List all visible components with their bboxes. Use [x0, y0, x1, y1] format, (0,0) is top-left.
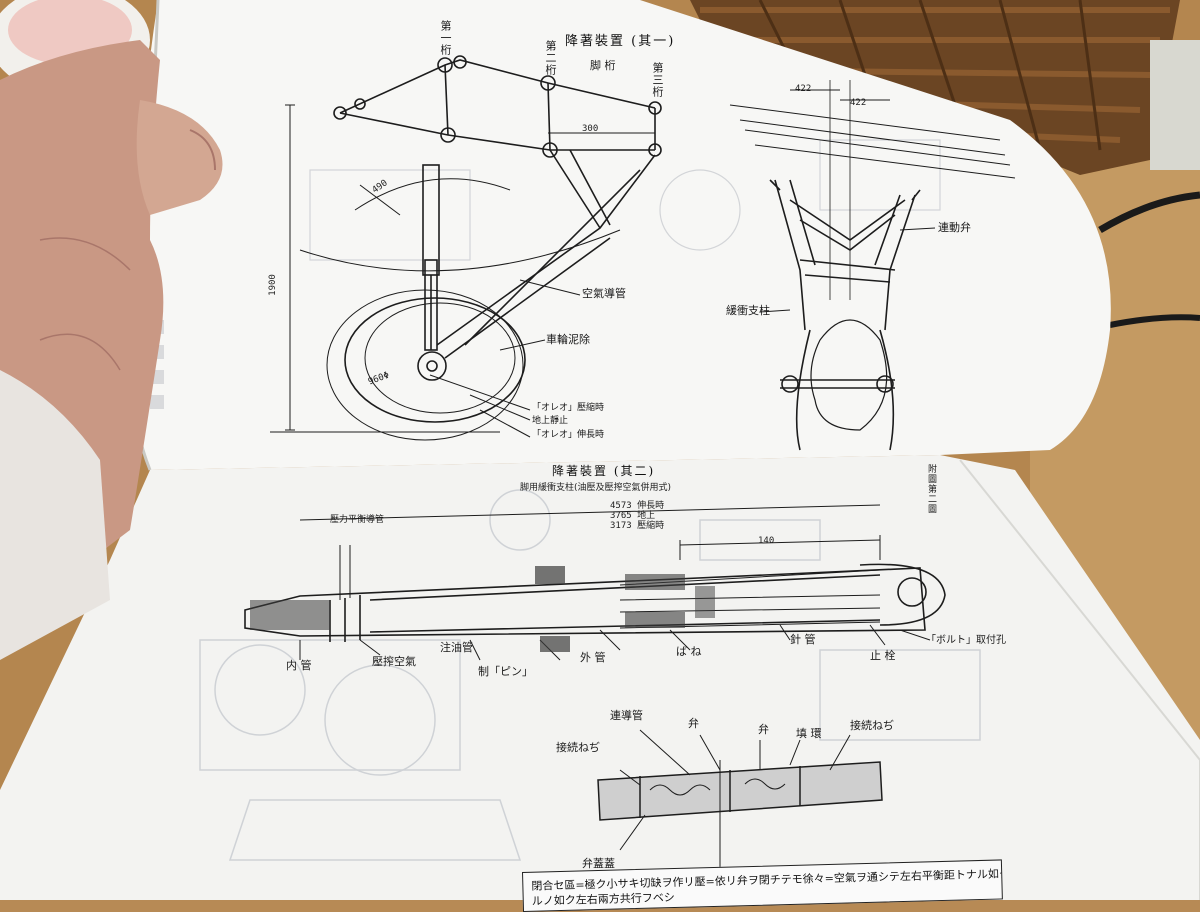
label-shock-strut: 緩衝支柱: [726, 304, 770, 317]
top-page-title: 降著裝置 (其一): [565, 34, 676, 49]
strut-label-2: 第二桁: [544, 40, 557, 76]
landing-gear-front-view: [729, 80, 1016, 451]
label-valve-2: 弁: [758, 723, 769, 736]
label-oil-filler: 注油管: [440, 641, 473, 654]
dim-4573: 4573 伸長時: [610, 501, 665, 511]
label-connect-screw-right: 接続ねぢ: [850, 719, 894, 732]
label-oleo-extended: 「オレオ」伸長時: [532, 430, 605, 440]
label-brake-pin: 制「ピン」: [478, 665, 533, 678]
dim-140: 140: [758, 536, 775, 546]
faint-bleedthrough: [199, 489, 981, 861]
spar-label: 脚 桁: [590, 59, 616, 72]
label-oleo-compressed: 「オレオ」壓縮時: [532, 403, 605, 413]
label-valve-cap: 弁蓋蓋: [582, 857, 615, 870]
thumb: [136, 100, 223, 215]
black-cable: [1098, 191, 1200, 234]
label-spring: ば ね: [676, 645, 702, 658]
white-sleeve: [0, 370, 110, 660]
bottom-page: [0, 455, 1200, 900]
bottom-page-subtitle: 脚用緩衝支柱(油壓及壓搾空氣併用式): [520, 483, 672, 493]
label-air-pipe: 空氣導管: [582, 287, 626, 300]
label-link-valve: 連動弁: [938, 221, 971, 234]
section-hatching: [250, 566, 715, 652]
valve-detail: [597, 729, 883, 875]
bottom-page-title: 降著裝置 (其二): [552, 464, 656, 478]
label-packing: 填 環: [796, 727, 822, 740]
label-bolt-hole: 「ボルト」取付孔: [926, 635, 1006, 646]
wicker-basket: [690, 0, 1180, 175]
label-stop-bolt: 止 栓: [870, 649, 896, 662]
label-connecting-pipe: 連導管: [610, 709, 643, 722]
dim-422-b: 422: [850, 98, 867, 108]
side-note: 附圖第二圖: [926, 464, 936, 514]
label-connect-screw-left: 接続ねぢ: [556, 741, 600, 754]
dim-300: 300: [582, 124, 599, 134]
dim-3765: 3765 地上: [610, 511, 656, 521]
label-wheel-mudguard: 車輪泥除: [546, 333, 590, 346]
label-outer-tube: 外 管: [580, 651, 606, 664]
top-page: [127, 0, 1111, 470]
label-inner-tube: 内 管: [286, 659, 312, 672]
holding-hand: [0, 40, 223, 660]
box-object: [1150, 40, 1200, 170]
label-compressed-air: 壓搾空氣: [372, 655, 416, 668]
dim-3173: 3173 壓縮時: [610, 521, 665, 531]
dim-422-a: 422: [795, 84, 812, 94]
landing-gear-side-view: [270, 55, 662, 441]
label-valve-1: 弁: [688, 717, 699, 730]
strut-label-1: 第一桁: [439, 20, 452, 56]
label-ground-stop: 地上靜止: [532, 416, 569, 426]
label-pressure-pipe: 壓力平衡導管: [330, 515, 385, 525]
black-cable-2: [1109, 314, 1200, 328]
shock-strut-section: [244, 504, 946, 661]
strut-label-3: 第三桁: [651, 62, 664, 98]
label-needle-tube: 針 管: [790, 633, 816, 646]
dim-1900: 1900: [267, 274, 278, 296]
